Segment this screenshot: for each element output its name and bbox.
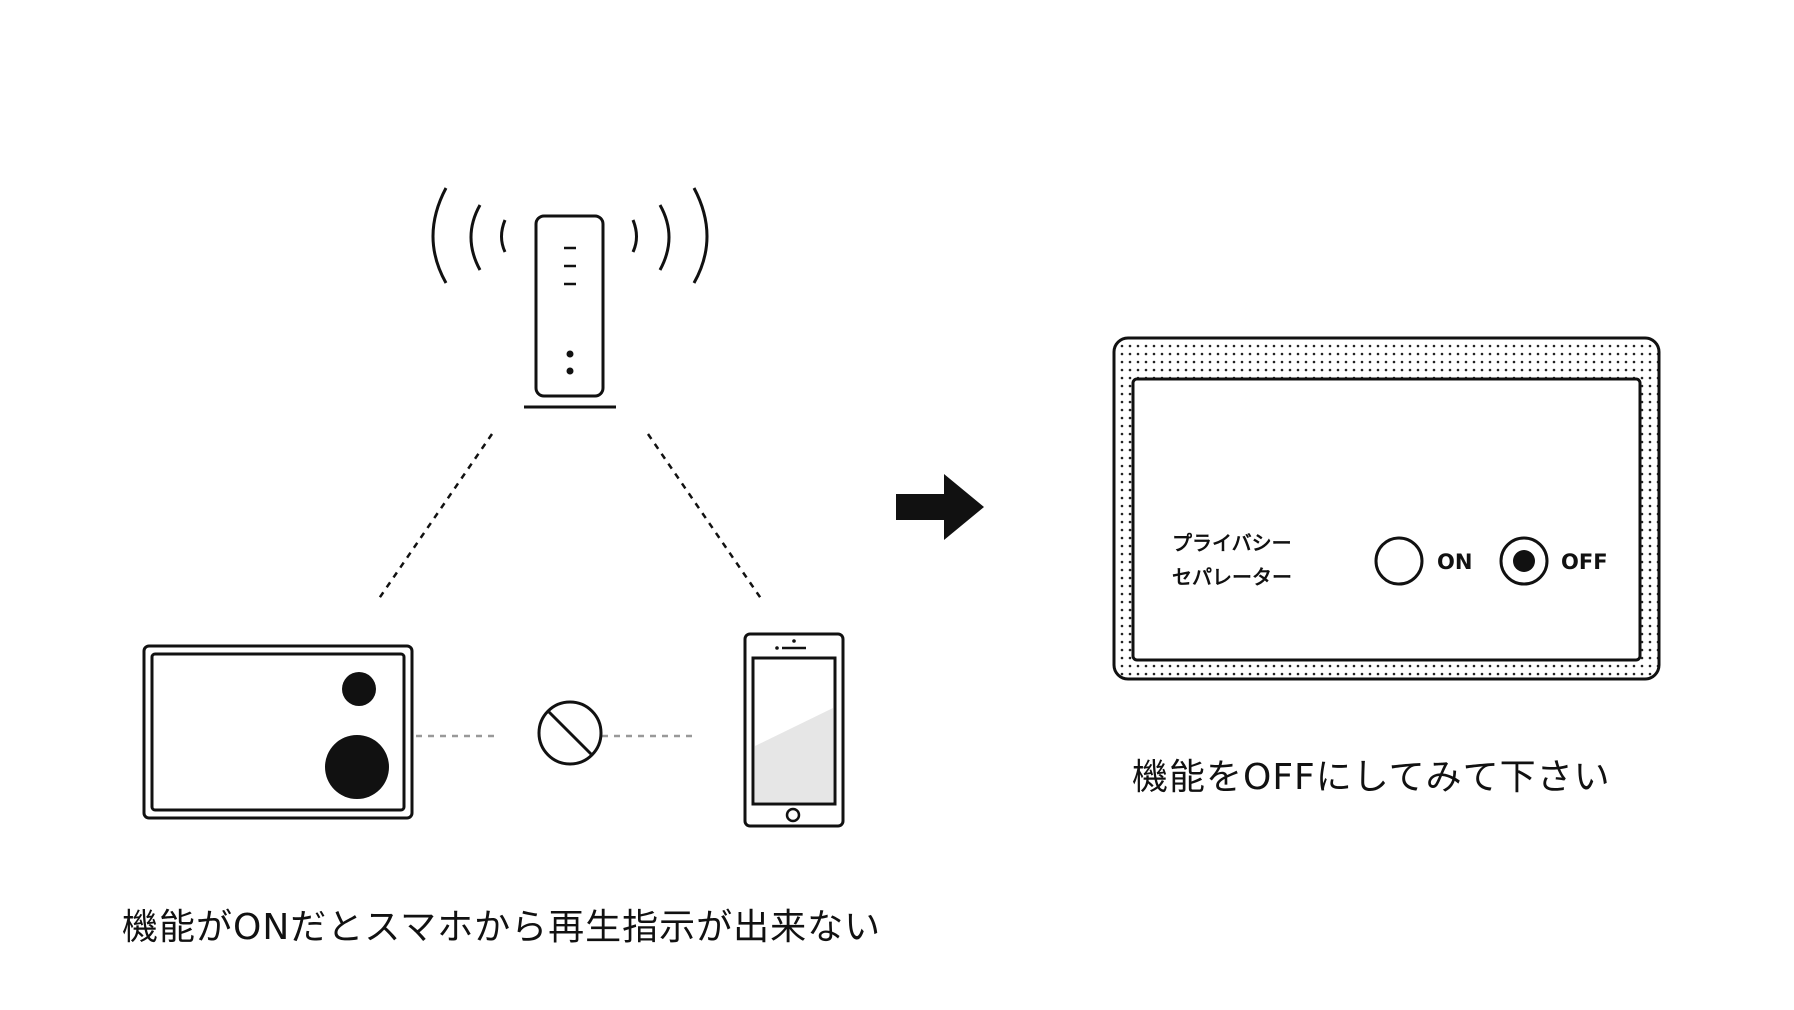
wifi-waves-left-icon xyxy=(431,187,507,284)
connection-line-phone-router xyxy=(646,433,764,601)
on-radio-label: ON xyxy=(1437,550,1472,574)
privacy-separator-label-line1: プライバシー xyxy=(1172,531,1292,555)
smartphone-icon xyxy=(743,632,845,828)
off-radio-label: OFF xyxy=(1561,550,1608,574)
connection-line-speaker-router xyxy=(376,433,494,601)
privacy-separator-label-line2: セパレーター xyxy=(1172,565,1292,589)
wifi-waves-right-icon xyxy=(631,187,709,284)
on-radio-button[interactable] xyxy=(1374,536,1424,586)
prohibited-icon xyxy=(537,700,603,766)
off-radio-button[interactable] xyxy=(1499,536,1549,586)
right-arrow-icon xyxy=(896,474,984,540)
wifi-router-icon xyxy=(524,214,616,409)
caption-right: 機能をOFFにしてみて下さい xyxy=(1132,757,1611,798)
caption-left: 機能がONだとスマホから再生指示が出来ない xyxy=(122,907,882,948)
speaker-display-icon xyxy=(142,644,414,820)
device-panel xyxy=(1112,336,1661,681)
